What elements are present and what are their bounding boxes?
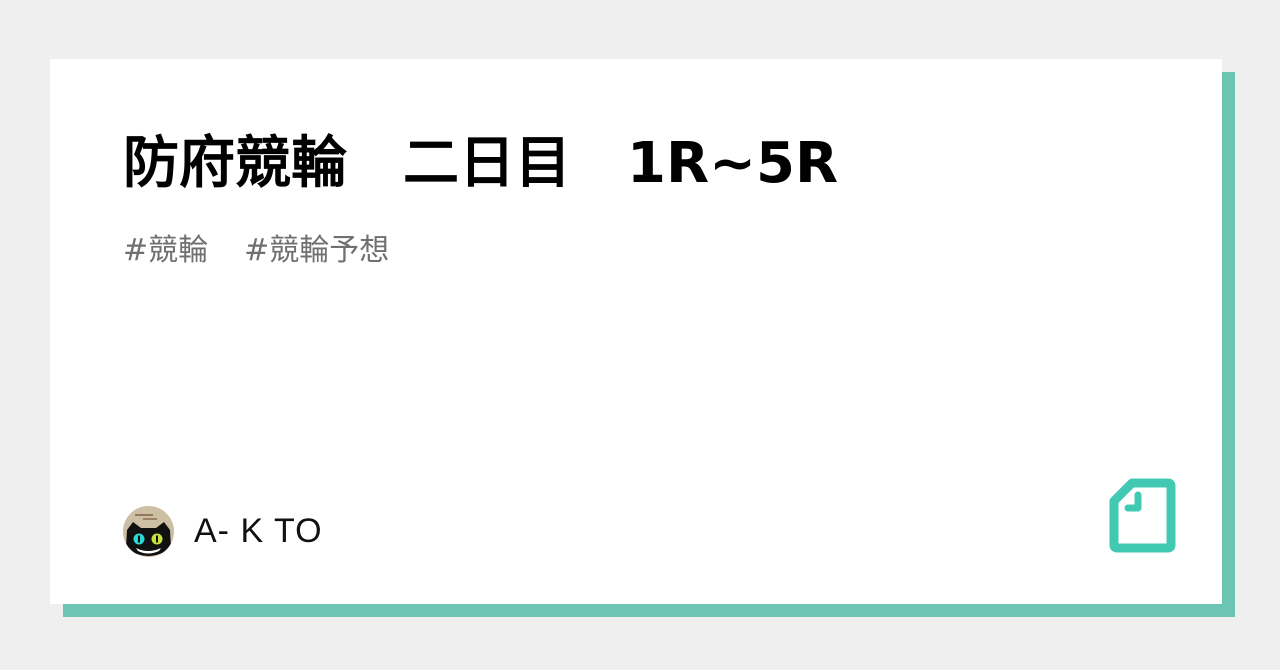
article-title: 防府競輪 二日目 1R~5R: [123, 131, 839, 196]
hashtag-keirin[interactable]: #競輪: [123, 233, 209, 268]
author-info[interactable]: A- K TO: [123, 506, 323, 557]
hashtag-list: #競輪 #競輪予想: [123, 229, 389, 273]
hashtag-keirin-yosou[interactable]: #競輪予想: [244, 233, 390, 268]
author-name[interactable]: A- K TO: [194, 512, 323, 550]
black-cat-avatar-icon: [123, 506, 174, 557]
article-card[interactable]: 防府競輪 二日目 1R~5R #競輪 #競輪予想 A- K TO: [50, 59, 1222, 604]
note-document-icon: [1109, 478, 1176, 553]
